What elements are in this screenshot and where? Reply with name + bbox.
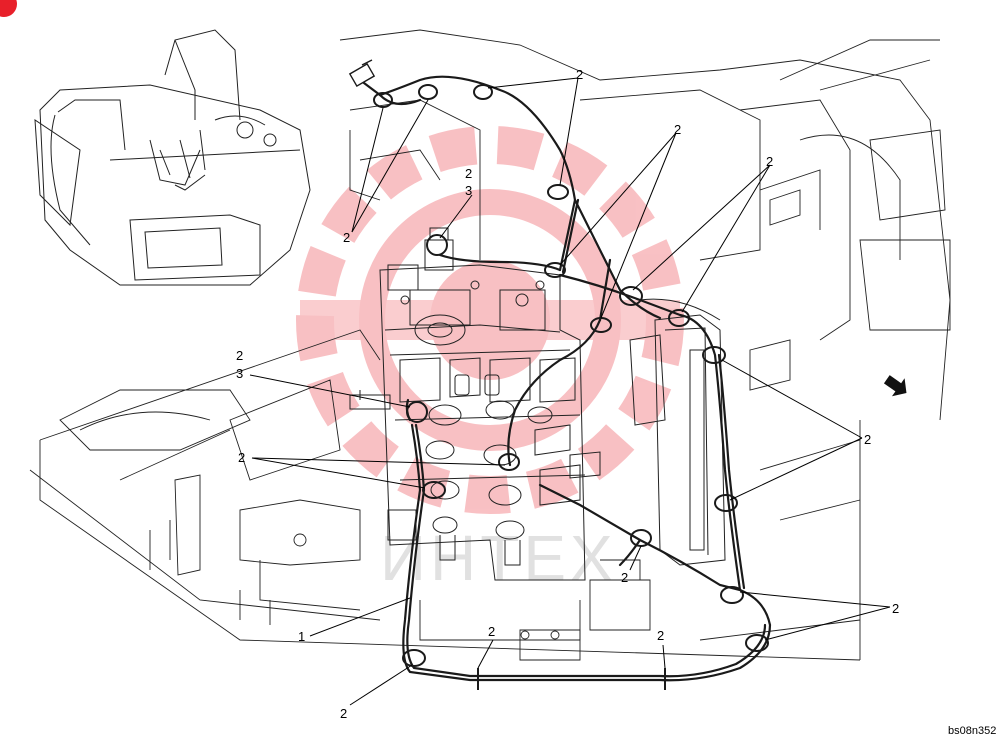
- watermark-logo: [296, 126, 684, 514]
- callout-c14: 2: [488, 624, 495, 639]
- callout-c5: 2: [465, 166, 472, 181]
- callout-c7: 2: [236, 348, 243, 363]
- machine-frame: [29, 29, 951, 661]
- figure-id: bs08n352: [948, 725, 996, 737]
- control-valve-assembly: [349, 227, 601, 581]
- callout-c3: 2: [674, 122, 681, 137]
- callout-c11: 2: [621, 570, 628, 585]
- connector-top: [348, 59, 376, 88]
- callout-c2: 2: [576, 67, 583, 82]
- callout-c12: 2: [892, 601, 899, 616]
- callout-c9: 2: [238, 450, 245, 465]
- callout-c16: 2: [340, 706, 347, 721]
- leader-lines: [249, 77, 891, 706]
- callout-c8: 3: [236, 366, 243, 381]
- callout-c13: 1: [298, 629, 305, 644]
- callout-c15: 2: [657, 628, 664, 643]
- front-direction-arrow-icon: [883, 375, 907, 397]
- callout-c1: 2: [343, 230, 350, 245]
- corner-mark: [0, 0, 17, 17]
- excavator-inset: [34, 29, 311, 286]
- callout-c6: 3: [465, 183, 472, 198]
- callout-c4: 2: [766, 154, 773, 169]
- callout-c10: 2: [864, 432, 871, 447]
- callout-labels: 2 2 2 2 2 3 2 3 2 2 2 2 1 2 2 2: [236, 67, 899, 721]
